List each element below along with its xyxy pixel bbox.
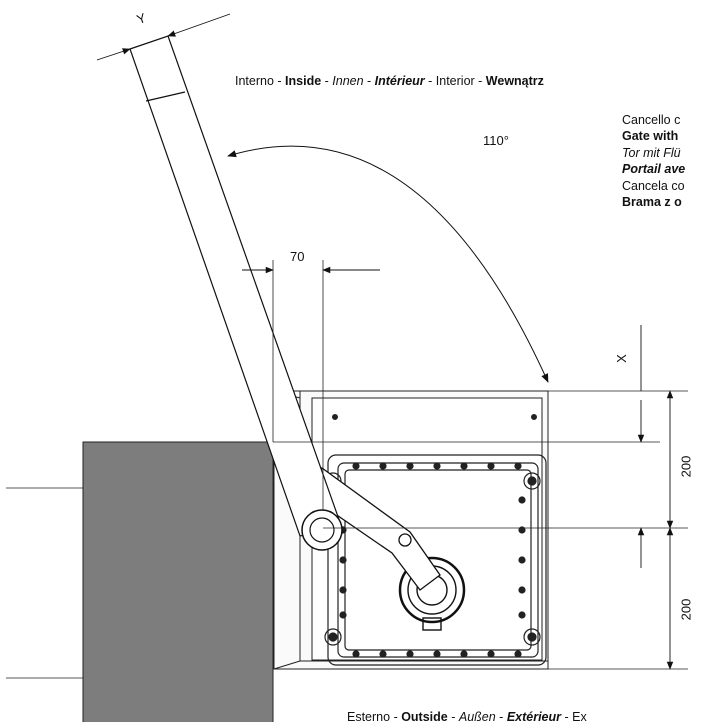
label-run: Esterno (347, 710, 391, 724)
label-run: Inside (285, 74, 322, 88)
label-run: Außen (458, 710, 496, 724)
label-run: - (390, 710, 402, 724)
label-run: Extérieur (506, 710, 562, 724)
dim-y (96, 13, 231, 61)
gate-line: Gate with (622, 129, 679, 144)
gate-line: Brama z o (622, 194, 682, 209)
label-run: Interior (435, 74, 475, 88)
label-run: - (273, 74, 286, 88)
gate-line: Tor mit Flü (622, 145, 681, 160)
lower-dimension-label: 200 (678, 598, 694, 621)
inside-label: Interno - Inside - Innen - Intérieur - I… (235, 75, 544, 88)
upper-dimension-label: 200 (678, 455, 694, 478)
outside-label: Esterno - Outside - Außen - Extérieur - … (347, 711, 587, 724)
label-run: - Ex (561, 710, 587, 724)
angle-arc (227, 145, 549, 383)
label-run: - (363, 74, 375, 88)
depth-label: X (613, 354, 629, 363)
pillar (6, 441, 274, 722)
label-run: Interno (235, 74, 274, 88)
lever-arm (311, 466, 441, 591)
angle-label: 110° (483, 133, 509, 148)
motor-housing (324, 454, 547, 666)
label-run: Innen (332, 74, 364, 88)
offset-label: 70 (290, 249, 305, 264)
label-run: Wewnątrz (485, 74, 544, 88)
gate-line: Portail ave (622, 162, 686, 177)
gate-line: Cancela co (622, 178, 685, 193)
label-run: - (424, 74, 436, 88)
gearmotor (398, 556, 466, 631)
label-run: Outside (401, 710, 448, 724)
label-run: - (321, 74, 333, 88)
gate-line: Cancello c (622, 113, 681, 127)
label-run: - (447, 710, 459, 724)
label-run: - (474, 74, 486, 88)
label-run: - (495, 710, 507, 724)
label-run: Intérieur (374, 74, 425, 88)
